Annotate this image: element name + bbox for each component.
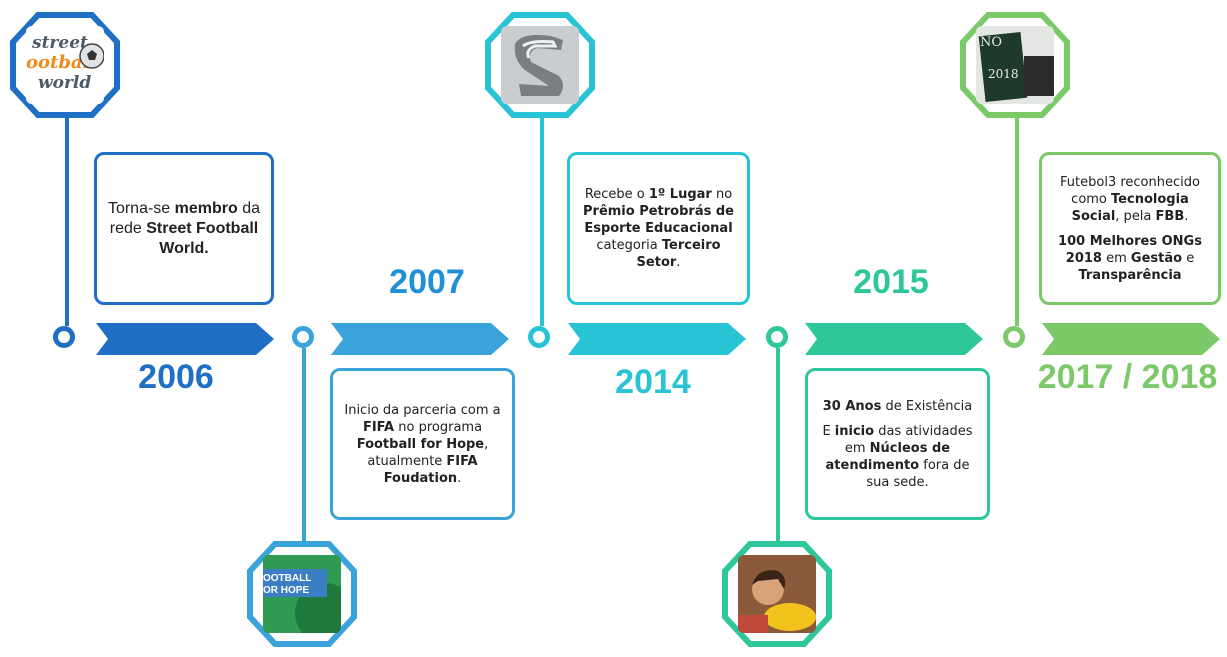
card-2006-text: Torna-se membro da rede Street Football … [105,199,263,259]
node-2017-2018 [1003,326,1025,348]
stem-2015 [776,348,780,542]
text-run: . [676,255,681,270]
arrow-2014 [568,323,746,355]
card-2007-text: Inicio da parceria com a FIFA no program… [341,402,504,487]
year-2007: 2007 [389,263,465,301]
arrow-2006 [96,323,274,355]
node-2014 [528,326,550,348]
text-run: da rede [109,199,261,237]
arrow-2017-2018 [1042,323,1220,355]
text-run: no programa [394,419,483,435]
text-bold-run: Terceiro Setor [636,238,721,270]
card-2007: Inicio da parceria com a FIFA no program… [330,368,515,520]
text-run: Futebol3 reconhecido como [1060,174,1200,207]
text-bold-run: FIFA Foudation [383,453,478,486]
logo-text-no: NO [980,35,1002,50]
stem-2006 [65,116,69,326]
logo-text-2018: 2018 [988,67,1019,81]
text-bold-run: Gestão [1130,250,1183,266]
text-bold-run: 30 Anos [822,398,882,414]
ong-award-photo: NO 2018 [960,12,1070,118]
text-run: categoria [596,238,662,253]
logo-text-world: world [38,73,91,93]
text-run: . [1184,208,1189,224]
node-2015 [766,326,788,348]
node-2006 [53,326,75,348]
text-bold-run: 1º Lugar [648,187,712,202]
text-run: de Existência [881,398,973,414]
text-run: e [1182,250,1195,266]
children-photo [722,541,832,647]
football-for-hope-logo: OOTBALL OR HOPE [247,541,357,647]
text-run: Recebe o [584,187,649,202]
card-2017-2018-text-1: Futebol3 reconhecido como Tecnologia Soc… [1050,174,1210,225]
logo-text-or-hope: OR HOPE [263,585,309,596]
text-run: das atividades em [844,423,973,456]
text-bold-run: FBB [1155,208,1185,224]
text-bold-run: Street Football World. [146,219,259,257]
logo-text-football: ootball [26,52,96,73]
text-run: em [1101,250,1131,266]
text-bold-run: Núcleos de atendimento [825,440,951,473]
text-bold-run: membro [174,199,238,217]
text-bold-run: 100 Melhores ONGs 2018 [1058,233,1202,266]
text-bold-run: Prêmio Petrobrás de Esporte Educacional [583,204,734,236]
logo-text-street: street [31,33,88,53]
text-bold-run: inicio [834,423,875,439]
stem-2014 [540,116,544,326]
arrow-2015 [805,323,983,355]
card-2015-text-2: E inicio das atividades em Núcleos de at… [816,423,979,491]
text-run: no [711,187,733,202]
text-bold-run: Tecnologia Social [1071,191,1189,224]
card-2015-text-1: 30 Anos de Existência [823,398,972,415]
text-bold-run: FIFA [362,419,395,435]
arrow-2007 [331,323,509,355]
card-2014-text: Recebe o 1º Lugar no Prêmio Petrobrás de… [578,186,739,271]
text-run: Inicio da parceria com a [344,402,501,418]
street-football-world-logo: street ootball world [10,12,120,118]
card-2015: 30 Anos de Existência E inicio das ativi… [805,368,990,520]
text-run: fora de sua sede. [866,457,970,490]
text-bold-run: Football for Hope [356,436,485,452]
card-2017-2018-text-2: 100 Melhores ONGs 2018 em Gestão e Trans… [1050,233,1210,284]
text-run: . [457,470,462,486]
card-2017-2018: Futebol3 reconhecido como Tecnologia Soc… [1039,152,1221,305]
stem-2017-2018 [1015,116,1019,326]
text-bold-run: Transparência [1078,267,1182,283]
text-run: , atualmente [367,436,489,469]
year-2014: 2014 [615,363,691,401]
card-2014: Recebe o 1º Lugar no Prêmio Petrobrás de… [567,152,750,305]
text-run: , pela [1115,208,1156,224]
stem-2007 [302,348,306,542]
text-run: E [822,423,835,439]
year-2017-2018: 2017 / 2018 [1037,358,1218,396]
logo-text-ootball: OOTBALL [263,573,311,584]
year-2015: 2015 [853,263,929,301]
year-2006: 2006 [138,358,214,396]
text-run: Torna-se [107,199,175,217]
card-2006: Torna-se membro da rede Street Football … [94,152,274,305]
node-2007 [292,326,314,348]
petrobras-award-photo [485,12,595,118]
